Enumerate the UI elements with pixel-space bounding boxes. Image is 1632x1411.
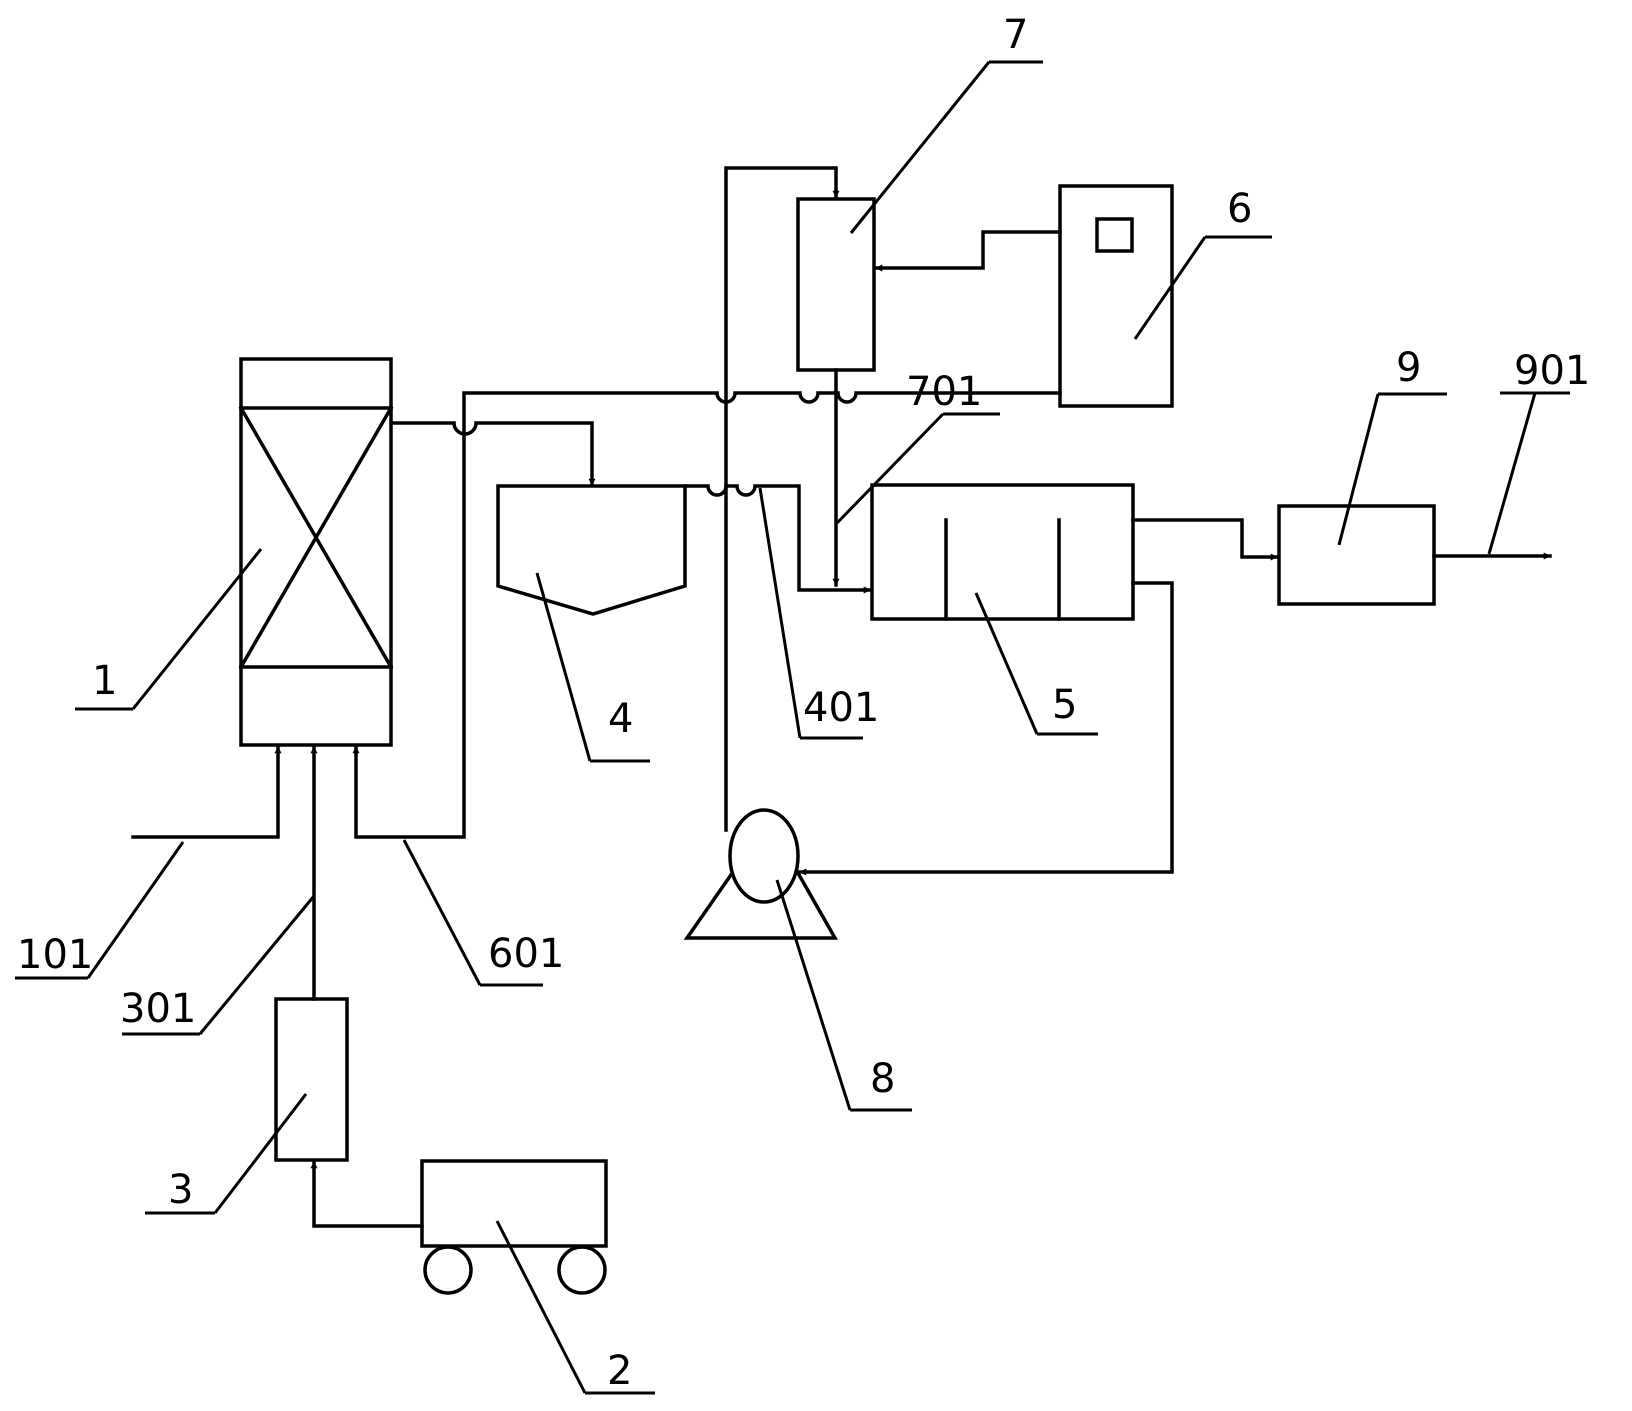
label-4: 4 bbox=[608, 696, 633, 742]
pipe-pump-to-column7 bbox=[724, 166, 840, 832]
control-cabinet-6 bbox=[1058, 184, 1174, 408]
label-9: 9 bbox=[1396, 345, 1421, 391]
pipe-tank5-to-pump bbox=[798, 581, 1174, 876]
settling-tank-4 bbox=[496, 484, 687, 616]
output-unit-9 bbox=[1277, 504, 1436, 606]
pump-8 bbox=[683, 808, 839, 940]
tank-5 bbox=[870, 483, 1135, 621]
label-401: 401 bbox=[803, 685, 879, 731]
pipe-601 bbox=[352, 391, 1062, 839]
label-7: 7 bbox=[1003, 12, 1028, 58]
dosing-column-7 bbox=[796, 197, 876, 372]
column-3 bbox=[274, 997, 349, 1162]
reactor-tower-1 bbox=[238, 357, 394, 747]
label-701: 701 bbox=[906, 369, 982, 415]
label-601: 601 bbox=[488, 931, 564, 977]
pipe-401 bbox=[683, 484, 872, 594]
label-6: 6 bbox=[1227, 186, 1252, 232]
label-301: 301 bbox=[120, 986, 196, 1032]
label-5: 5 bbox=[1052, 682, 1077, 728]
label-8: 8 bbox=[870, 1056, 895, 1102]
pipe-tower-to-tank4 bbox=[389, 421, 596, 487]
leader-lines bbox=[15, 60, 1570, 1395]
label-1: 1 bbox=[92, 658, 117, 704]
label-101: 101 bbox=[17, 932, 93, 978]
label-3: 3 bbox=[168, 1167, 193, 1213]
label-901: 901 bbox=[1514, 348, 1590, 394]
pipe-tank5-to-9 bbox=[1131, 518, 1279, 561]
cart-tank-2 bbox=[420, 1159, 608, 1295]
label-2: 2 bbox=[607, 1348, 632, 1394]
pipe-cart-to-column bbox=[310, 1160, 424, 1228]
pipe-cabinet-to-column7 bbox=[874, 230, 1062, 272]
pipe-101 bbox=[131, 745, 282, 839]
